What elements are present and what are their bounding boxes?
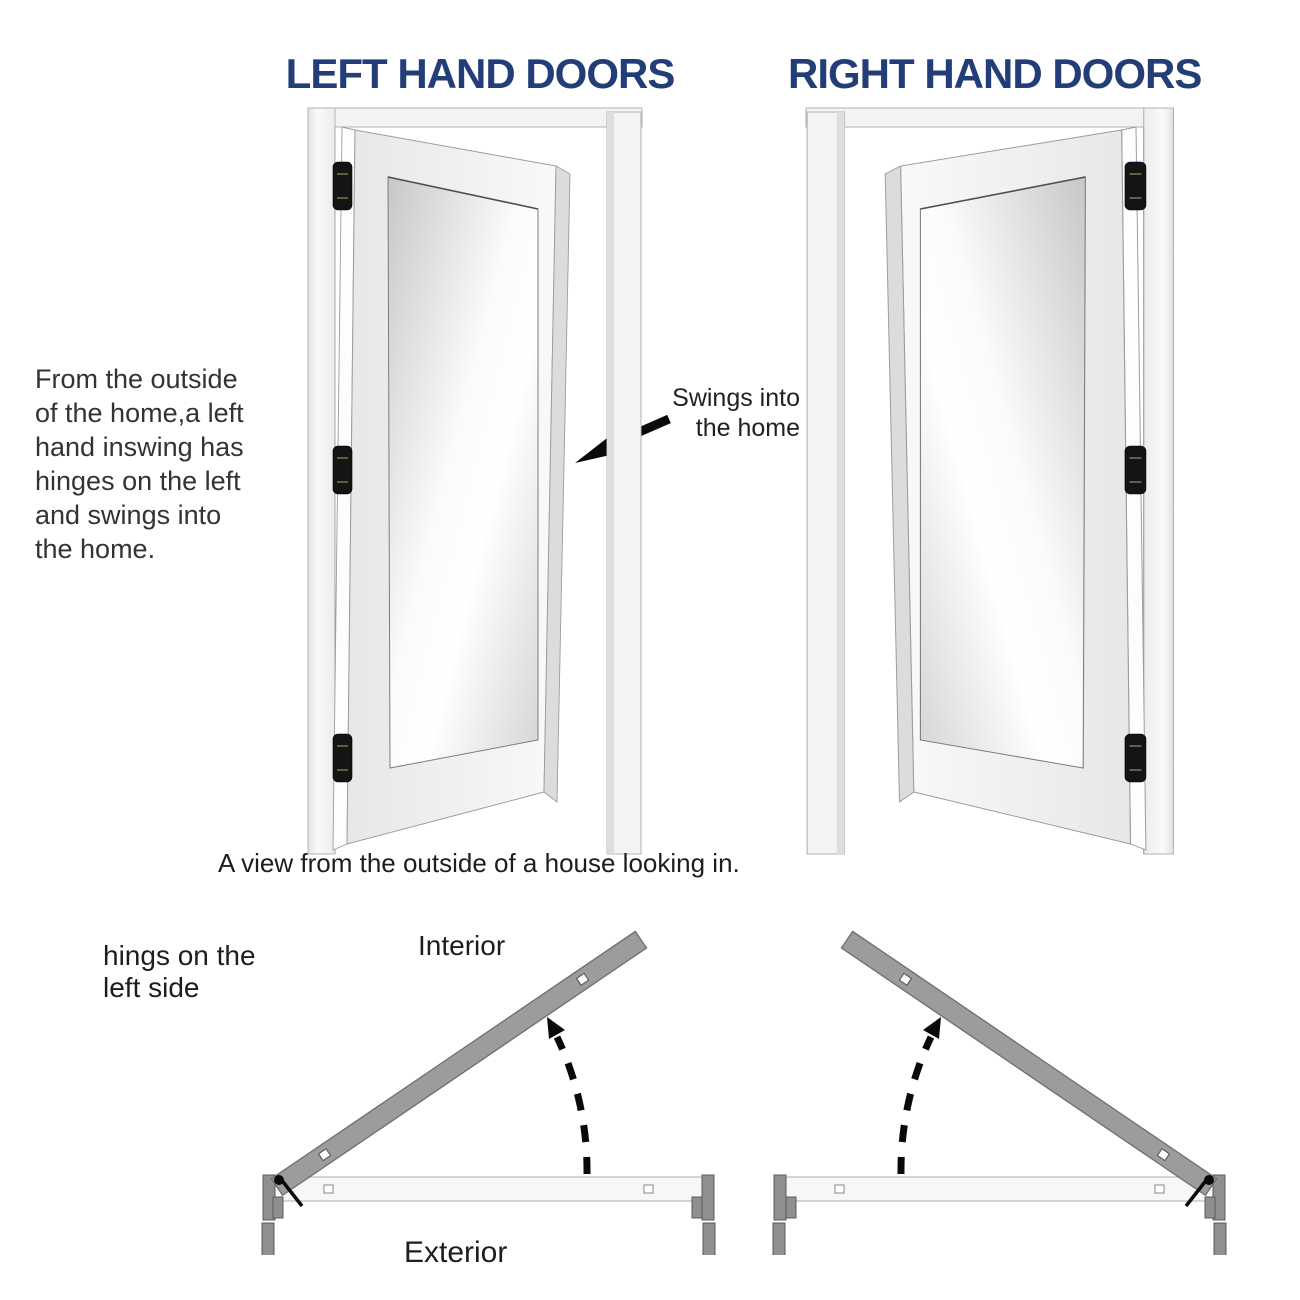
right-hand-doors-title: RIGHT HAND DOORS xyxy=(788,50,1202,97)
interior-label: Interior xyxy=(418,930,506,961)
glass-panel xyxy=(919,176,1086,769)
left-hand-doors-title: LEFT HAND DOORS xyxy=(285,50,676,97)
plan-hinge-icon xyxy=(274,1175,304,1208)
right-door-illustration xyxy=(805,107,1174,855)
plan-frame-bar xyxy=(265,1176,709,1202)
door-slab xyxy=(332,126,571,851)
hinge-icon xyxy=(332,733,353,783)
hinge-icons xyxy=(1124,161,1147,783)
plan-jamb-posts xyxy=(772,1174,1227,1255)
left-inswing-note: From the outside of the home,a left hand… xyxy=(35,364,244,564)
hinge-icons xyxy=(332,161,353,783)
hinge-icon xyxy=(332,445,353,495)
door-slab xyxy=(884,126,1147,851)
hinge-icon xyxy=(1124,733,1147,783)
plan-frame-bar xyxy=(779,1176,1223,1202)
door-frame xyxy=(805,107,1174,855)
rotation-arc-icon xyxy=(897,1017,941,1175)
glass-panel xyxy=(387,176,539,769)
exterior-label: Exterior xyxy=(404,1236,508,1269)
left-swing-plan-diagram xyxy=(261,930,716,1255)
view-caption: A view from the outside of a house looki… xyxy=(218,848,740,878)
hinge-icon xyxy=(1124,445,1147,495)
swings-into-home-label: Swings into the home xyxy=(672,384,800,442)
left-door-illustration xyxy=(307,107,643,855)
hinge-icon xyxy=(1124,161,1147,211)
hinge-side-note: hings on the left side xyxy=(103,940,256,1003)
hinge-icon xyxy=(332,161,353,211)
right-swing-plan-diagram xyxy=(772,930,1227,1255)
rotation-arc-icon xyxy=(547,1017,591,1175)
plan-open-door xyxy=(840,930,1218,1197)
plan-hinge-icon xyxy=(1184,1175,1214,1208)
plan-jamb-posts xyxy=(261,1174,716,1255)
door-frame xyxy=(307,107,643,855)
plan-open-door xyxy=(270,930,648,1197)
